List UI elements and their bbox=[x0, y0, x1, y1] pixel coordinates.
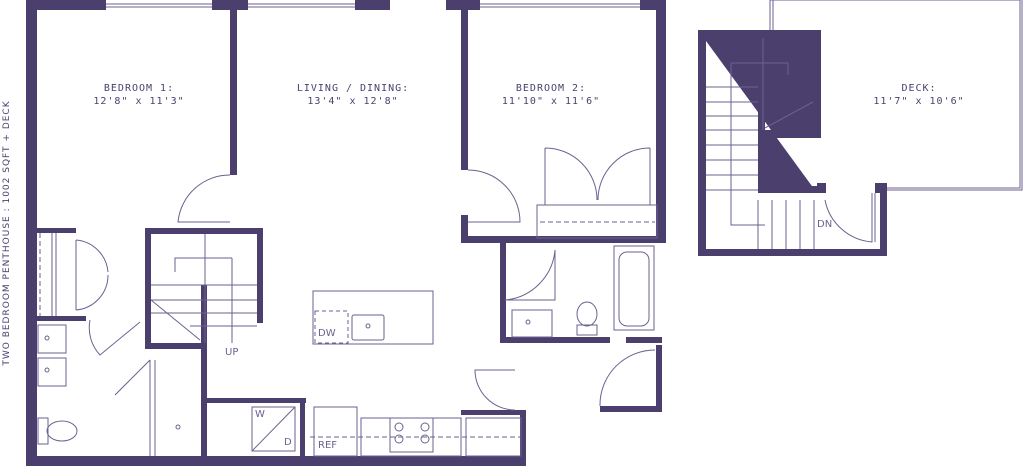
refrigerator-label: REF bbox=[318, 440, 338, 451]
walls bbox=[26, 0, 887, 466]
room-size: 12'8" x 11'3" bbox=[93, 96, 185, 107]
room-name: BEDROOM 2: bbox=[515, 83, 587, 94]
room-size: 11'7" x 10'6" bbox=[873, 96, 965, 107]
room-bedroom-1: BEDROOM 1: 12'8" x 11'3" bbox=[93, 82, 184, 108]
dryer-label: D bbox=[284, 437, 292, 448]
fixtures bbox=[37, 0, 1023, 457]
room-name: BEDROOM 1: bbox=[103, 83, 175, 94]
stairs-down-label: DN bbox=[817, 219, 833, 230]
room-name: DECK: bbox=[901, 83, 937, 94]
room-living-dining: LIVING / DINING: 13'4" x 12'8" bbox=[297, 82, 409, 108]
room-size: 13'4" x 12'8" bbox=[307, 96, 399, 107]
room-deck: DECK: 11'7" x 10'6" bbox=[873, 82, 964, 108]
room-bedroom-2: BEDROOM 2: 11'10" x 11'6" bbox=[502, 82, 600, 108]
room-size: 11'10" x 11'6" bbox=[501, 96, 601, 107]
room-name: LIVING / DINING: bbox=[296, 83, 410, 94]
dishwasher-label: DW bbox=[318, 328, 336, 339]
stairs-up-label: UP bbox=[225, 347, 239, 358]
plan-title: TWO BEDROOM PENTHOUSE : 1002 SQFT + DECK bbox=[2, 100, 12, 366]
washer-label: W bbox=[255, 409, 265, 420]
